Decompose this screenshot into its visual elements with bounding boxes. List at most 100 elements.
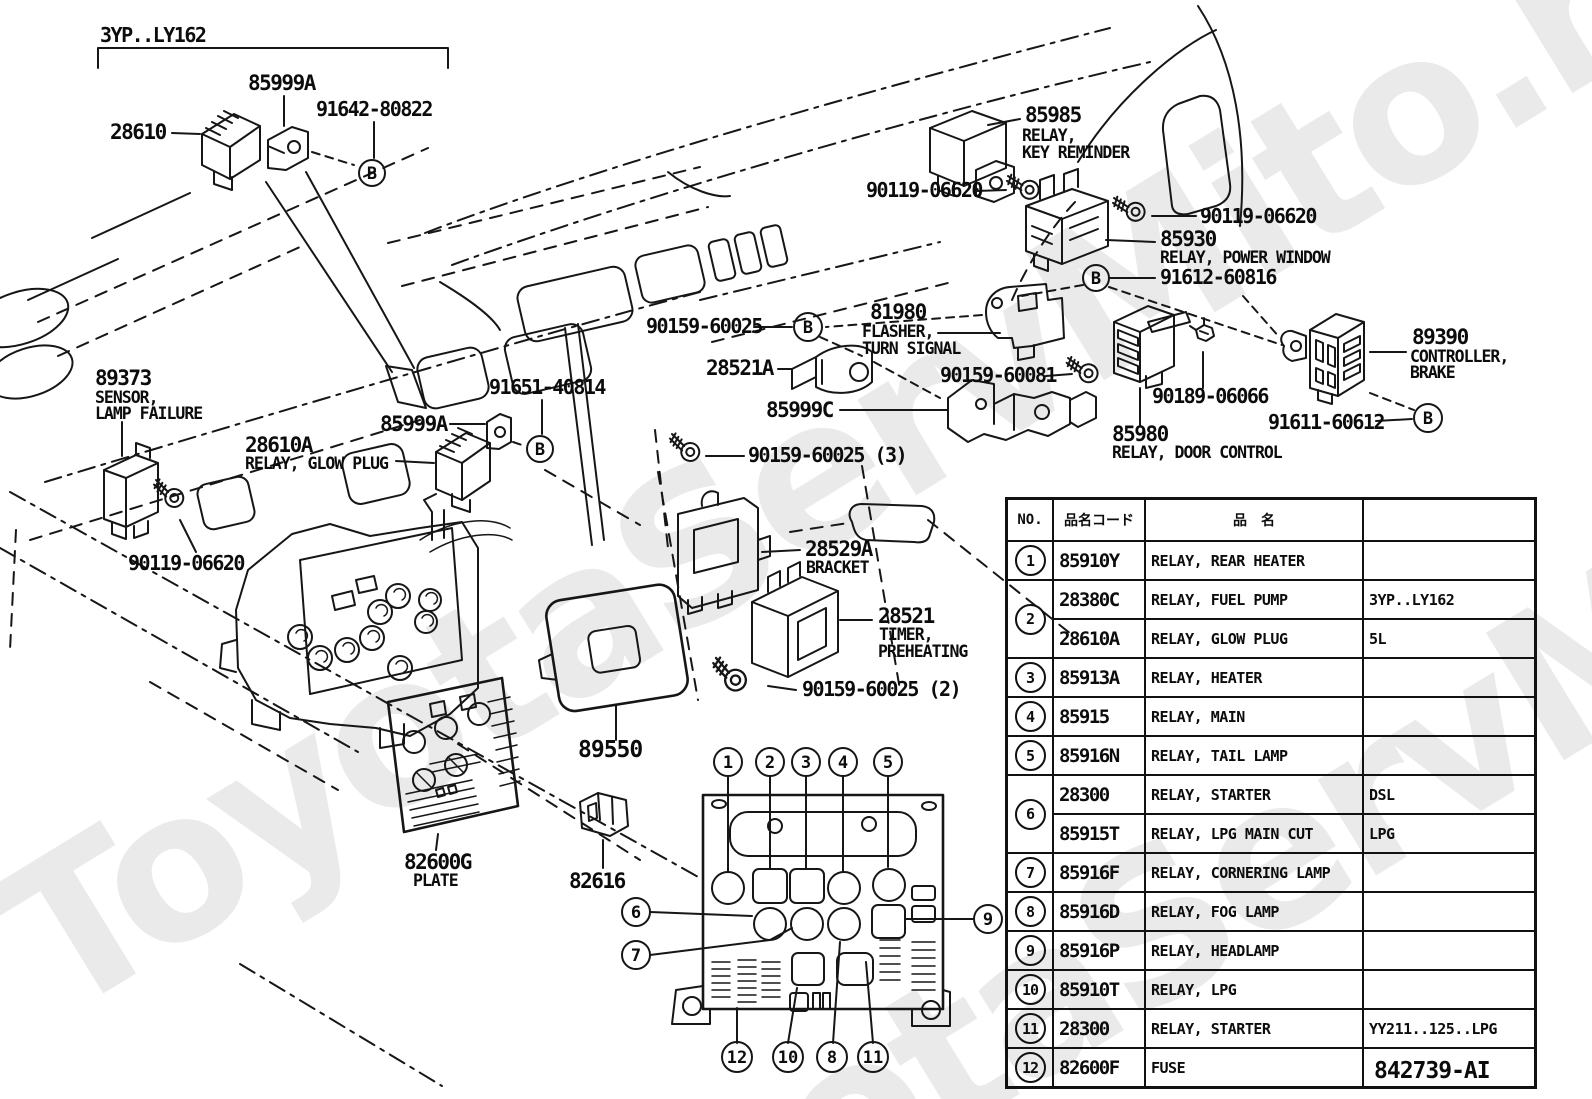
label-89373-desc1: SENSOR, (95, 388, 158, 407)
part-name: RELAY, LPG (1144, 969, 1364, 1010)
part-spec (1362, 930, 1537, 971)
callout-9: 9 (973, 904, 1003, 934)
col-header-spec (1362, 497, 1537, 542)
callout-4: 4 (828, 747, 858, 777)
flasher-81980-icon (985, 283, 1065, 361)
part-labels: 3YP..LY162 85999A 91642-80822 28610 8598… (95, 23, 1509, 1084)
label-28529a-desc: BRACKET (806, 558, 870, 577)
part-spec (1362, 852, 1537, 893)
callout-8: 8 (816, 1041, 848, 1073)
label-90189-06066: 90189-06066 (1152, 384, 1268, 408)
label-85930: 85930 (1160, 227, 1217, 251)
row-number-badge: 3 (1014, 662, 1046, 693)
plate-82600g-icon (386, 676, 521, 834)
fuse-box (671, 793, 951, 1027)
parts-table: NO. 品名コード 品 名 1 85910Y RELAY, REAR HEATE… (1005, 497, 1537, 1089)
part-name: RELAY, STARTER (1144, 774, 1364, 815)
part-code: 85910Y (1052, 540, 1146, 581)
part-name: RELAY, FUEL PUMP (1144, 579, 1364, 620)
label-89550: 89550 (578, 737, 642, 763)
controller-89390-icon (1309, 313, 1365, 405)
part-code: 85915 (1052, 696, 1146, 737)
label-89373: 89373 (95, 366, 152, 390)
callout-10: 10 (772, 1041, 804, 1073)
part-spec (1362, 696, 1537, 737)
callout-b: B (1082, 264, 1110, 292)
svg-text:8: 8 (827, 1048, 837, 1068)
table-header-row: NO. 品名コード 品 名 (1005, 497, 1537, 542)
part-name: RELAY, MAIN (1144, 696, 1364, 737)
ecu-89550-icon (537, 583, 689, 713)
label-85999c: 85999C (766, 398, 834, 422)
part-name: RELAY, TAIL LAMP (1144, 735, 1364, 776)
table-row: 11 28300 RELAY, STARTER YY211..125..LPG (1005, 1008, 1537, 1049)
label-90159-60081: 90159-60081 (940, 363, 1057, 387)
relay-85985-icon (929, 110, 1015, 203)
svg-text:B: B (803, 318, 813, 338)
table-row: 9 85916P RELAY, HEADLAMP (1005, 930, 1537, 971)
label-28610: 28610 (110, 120, 167, 144)
part-spec (1362, 657, 1537, 698)
callout-2: 2 (755, 747, 785, 777)
row-number-badge: 2 (1014, 603, 1046, 635)
label-91612-60816: 91612-60816 (1160, 265, 1276, 289)
clip-82616-icon (579, 792, 629, 837)
label-82600g: 82600G (404, 850, 472, 874)
callout-b: B (526, 435, 554, 463)
part-spec (1362, 540, 1537, 581)
svg-text:9: 9 (983, 910, 993, 930)
part-code: 85916P (1052, 930, 1146, 971)
bracket-85999a-top-icon (267, 126, 309, 171)
screw-icon (1003, 173, 1042, 202)
bracket-85999c-icon (947, 379, 1097, 443)
label-89390: 89390 (1412, 325, 1469, 349)
part-code: 85916N (1052, 735, 1146, 776)
table-row: 5 85916N RELAY, TAIL LAMP (1005, 735, 1537, 776)
row-number-badge: 7 (1014, 857, 1046, 888)
part-spec (1362, 1047, 1537, 1089)
table-row: 8 85916D RELAY, FOG LAMP (1005, 891, 1537, 932)
callout-11: 11 (857, 1041, 889, 1073)
part-name: RELAY, LPG MAIN CUT (1144, 813, 1364, 854)
part-code: 85910T (1052, 969, 1146, 1010)
label-91611-60612: 91611-60612 (1268, 410, 1384, 434)
callout-5: 5 (873, 747, 903, 777)
label-variant: 3YP..LY162 (100, 23, 206, 47)
row-number-badge: 8 (1014, 896, 1046, 927)
svg-text:6: 6 (631, 903, 641, 923)
table-row: 85915T RELAY, LPG MAIN CUT LPG (1007, 813, 1537, 854)
part-code: 85916F (1052, 852, 1146, 893)
label-85980: 85980 (1112, 422, 1169, 446)
row-number-badge: 6 (1014, 798, 1046, 830)
switch-28521a-icon (791, 344, 873, 394)
row-number-badge: 9 (1014, 935, 1046, 966)
label-91642-80822: 91642-80822 (316, 97, 432, 121)
row-number-badge: 1 (1014, 545, 1046, 576)
label-90119-06620-c: 90119-06620 (128, 551, 244, 575)
part-spec (1362, 969, 1537, 1010)
svg-text:4: 4 (838, 753, 848, 773)
row-number-badge: 10 (1014, 974, 1046, 1005)
leader-lines (97, 47, 1415, 1044)
part-spec: 3YP..LY162 (1362, 579, 1537, 620)
table-row: 2 28380C RELAY, FUEL PUMP 3YP..LY162 (1005, 579, 1537, 659)
part-name: RELAY, REAR HEATER (1144, 540, 1364, 581)
part-name: FUSE (1144, 1047, 1364, 1089)
table-row: 4 85915 RELAY, MAIN (1005, 696, 1537, 737)
table-row: 12 82600F FUSE (1005, 1047, 1537, 1089)
row-number-badge: 11 (1014, 1013, 1046, 1044)
label-81980: 81980 (870, 300, 927, 324)
table-row: 28610A RELAY, GLOW PLUG 5L (1007, 618, 1537, 659)
label-85930-desc: RELAY, POWER WINDOW (1160, 248, 1331, 267)
relay-28610-icon (201, 110, 261, 191)
label-28521-desc1: TIMER, (879, 625, 933, 644)
label-90159-60025-2: 90159-60025 (2) (802, 677, 960, 701)
svg-text:10: 10 (778, 1048, 798, 1068)
part-name: RELAY, HEADLAMP (1144, 930, 1364, 971)
relay-sockets (287, 583, 442, 681)
circled-callouts: B B B B B 1 2 3 4 5 6 7 9 12 10 8 11 (358, 159, 1443, 1073)
label-90159-60025: 90159-60025 (646, 314, 762, 338)
callout-b: B (793, 312, 823, 342)
label-28521a: 28521A (706, 356, 775, 380)
row-number-badge: 4 (1014, 701, 1046, 732)
